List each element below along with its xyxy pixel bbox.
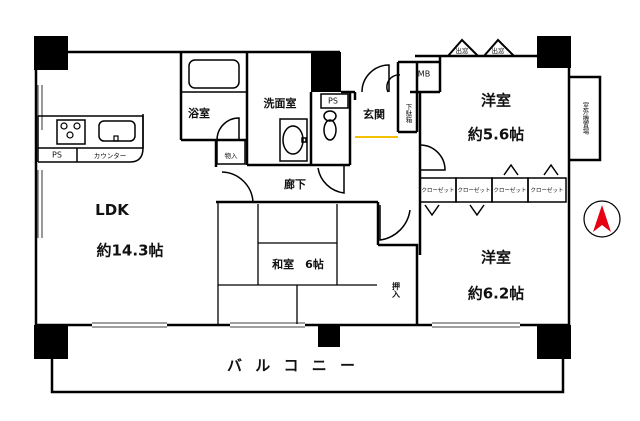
fixture-bay-window-2: 出窓: [491, 47, 505, 55]
room-name-balcony: バ ル コ ニ ー: [227, 356, 359, 375]
fixture-storage: 物入: [224, 152, 238, 160]
fixture-mb: MB: [417, 69, 431, 79]
fixture-closet-4: クローゼット: [530, 188, 564, 194]
fixture-closet-2: クローゼット: [457, 188, 491, 194]
fixture-counter: カウンター: [93, 152, 127, 160]
compass-north-icon: [584, 201, 620, 237]
room-name-washroom: 洗面室: [263, 97, 297, 110]
fixture-bay-window-1: 出窓: [455, 47, 469, 55]
fixture-shoe-box: 下駄箱: [404, 103, 412, 123]
fixture-ps-kitchen: PS: [52, 150, 62, 160]
room-name-ldk: LDK: [95, 201, 129, 219]
room-area-western-1: 約5.6帖: [467, 125, 525, 144]
room-name-japanese: 和室 6帖: [272, 258, 324, 271]
room-area-western-2: 約6.2帖: [467, 284, 525, 303]
room-name-entrance: 玄関: [363, 108, 385, 121]
room-area-ldk: 約14.3帖: [96, 241, 164, 260]
room-name-bathroom: 浴室: [188, 107, 210, 120]
room-name-western-1: 洋室: [480, 91, 512, 110]
room-name-hallway: 廊下: [284, 178, 306, 191]
fixture-outdoor-unit: 室外機置場: [581, 101, 589, 135]
room-name-western-2: 洋室: [480, 248, 512, 267]
fixture-closet-3: クローゼット: [493, 188, 527, 194]
fixture-ps-toilet: PS: [328, 96, 338, 106]
fixture-closet-1: クローゼット: [421, 188, 455, 194]
fixture-oshiire: 押入: [391, 282, 401, 298]
